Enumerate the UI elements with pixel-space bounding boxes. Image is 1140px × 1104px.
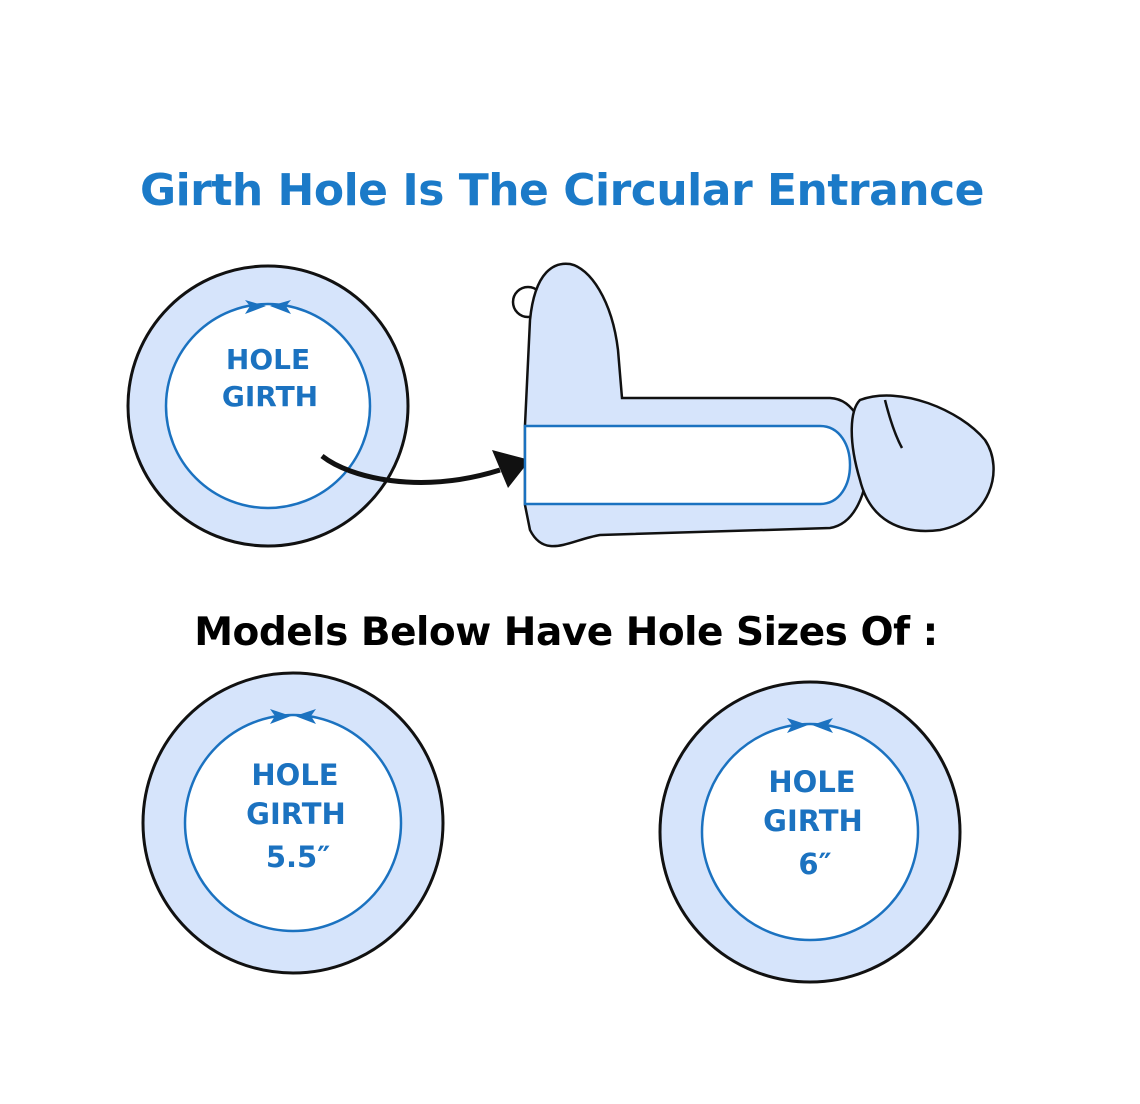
- model-size-value: 6″: [798, 847, 831, 881]
- pointer-arrow-icon: [320, 450, 530, 488]
- ring-label-line1: HOLE: [226, 343, 310, 376]
- ring-label-line2: GIRTH: [222, 380, 318, 413]
- model-ring-5-5: HOLE GIRTH 5.5″: [141, 671, 445, 975]
- section-subtitle: Models Below Have Hole Sizes Of :: [194, 610, 938, 655]
- model-ring-6: HOLE GIRTH 6″: [658, 680, 962, 984]
- model-label-line2: GIRTH: [246, 797, 346, 831]
- girth-arrows-icon: [787, 718, 833, 733]
- girth-ring-diagram: HOLE GIRTH: [126, 264, 410, 548]
- sleeve-illustration: [511, 262, 995, 548]
- girth-arrows-icon: [245, 300, 291, 314]
- model-label-line2: GIRTH: [763, 804, 863, 838]
- girth-arrows-icon: [270, 709, 316, 724]
- page-title: Girth Hole Is The Circular Entrance: [139, 165, 985, 216]
- model-label-line1: HOLE: [768, 765, 855, 799]
- model-label-line1: HOLE: [251, 758, 338, 792]
- model-size-value: 5.5″: [266, 840, 330, 874]
